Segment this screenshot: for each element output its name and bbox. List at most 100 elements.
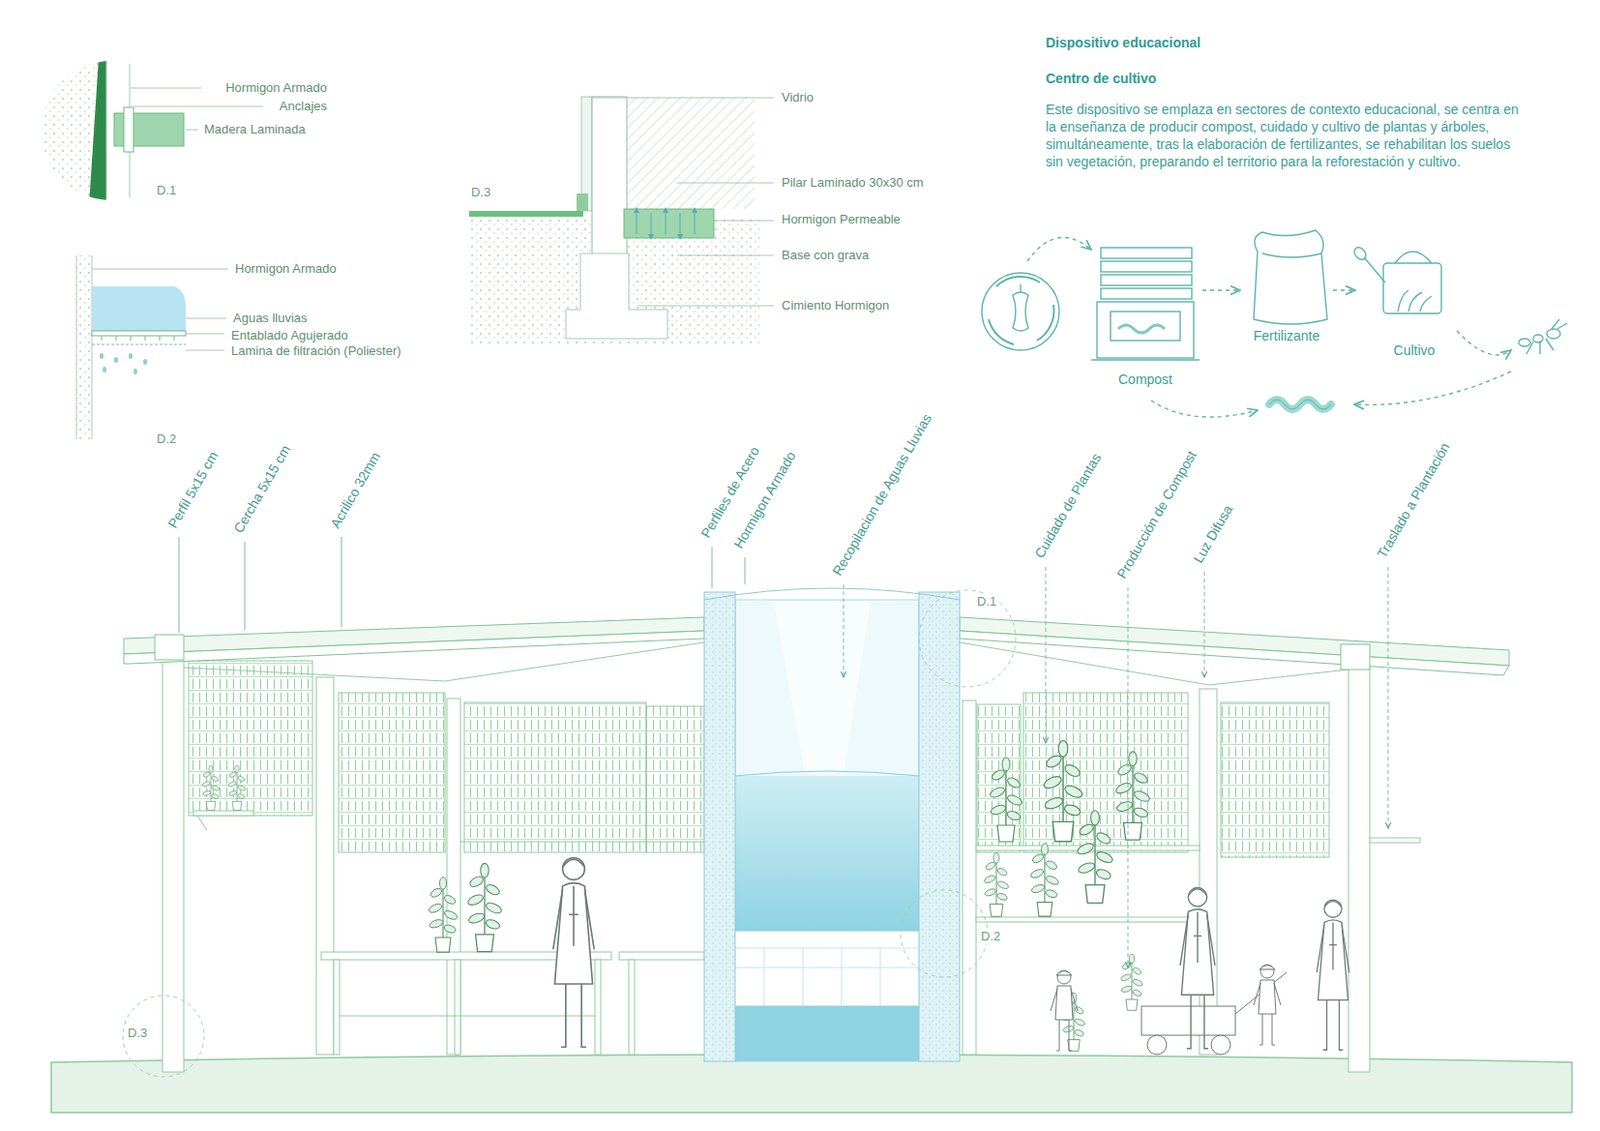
building-section [1075,810,1114,904]
building-section [1340,644,1370,670]
detail-d3-drawing [713,220,774,222]
detail-label: Pilar Laminado 30x30 cm [781,175,924,191]
building-section [51,588,1572,1113]
building-section [466,862,504,951]
building-section [976,917,1200,922]
building-section [1199,688,1217,1055]
building-section [962,700,977,1055]
building-section [735,948,919,1007]
callout-leaders [178,536,1389,968]
callout-leaders [843,584,845,678]
detail-label: Vidrio [781,89,814,106]
detail-d3-drawing [677,255,774,257]
callout-label: Traslado a Plantación [1373,440,1453,562]
building-section [464,702,647,853]
callout-leaders [1388,566,1390,829]
detail-d3-drawing [677,234,683,240]
detail-d2-drawing [185,350,225,352]
detail-label: Entablado Agujerado [231,327,349,344]
cycle-step: Compost [1091,241,1200,392]
cycle-icons [1037,304,1055,341]
cycle-icons [1456,330,1512,356]
detail-label: Hormigon Armado [225,80,327,96]
building-section [446,698,461,1055]
cycle-icons [1019,284,1021,293]
building-section [704,592,736,1062]
cycle-icons [1096,301,1194,358]
building-section [197,815,208,830]
step-label: Compost [1118,371,1173,392]
building-section [1041,740,1084,841]
building-section [227,765,246,810]
building-section [338,692,445,853]
cycle-icons [1262,253,1322,258]
building-section [1316,899,1350,1050]
detail-d2-drawing [128,353,133,359]
building-section [646,706,705,853]
callout-leaders [711,546,713,589]
detail-label: Hormigon Permeable [781,211,901,228]
building-section [1211,1035,1231,1055]
cycle-icons [1100,288,1192,299]
cycle-icons [1526,319,1568,355]
detail-marker: D.3 [471,184,491,201]
building-section [454,959,461,1055]
callout-label: Perfil 5x15 cm [164,448,222,532]
detail-label: Madera Laminada [204,121,306,138]
cycle-icons [1383,263,1442,314]
detail-d3-drawing [636,212,695,235]
detail-label: Lamina de filtración (Poliester) [231,343,402,359]
building-section [154,634,184,660]
detail-d2-drawing [99,353,104,359]
cycle-icons [1012,292,1029,331]
cycle-icons [1354,371,1512,405]
building-section [1050,970,1078,1051]
detail-d2-drawing [76,255,92,440]
detail-d3-drawing [565,253,668,339]
callout-leaders [1204,571,1206,678]
callout-label: Producción de Compost [1113,447,1200,582]
building-section [735,770,919,776]
detail-label: Anclajes [279,98,327,115]
building-section [51,1054,1572,1113]
detail-d2-drawing [91,268,229,351]
cycle-icons [1352,244,1369,262]
building-section [162,638,184,1072]
detail-d2-drawing [91,330,186,336]
cycle-icons [1397,290,1432,312]
detail-d3-drawing [633,207,698,240]
building-section [1114,751,1152,840]
building-section [1029,843,1060,917]
building-section [988,757,1024,842]
detail-d2-drawing [91,268,229,270]
detail-d2-drawing [185,333,225,335]
detail-d3-drawing [636,212,695,235]
building-section [594,959,601,1055]
detail-marker: D.2 [978,928,1003,945]
building-section [1180,888,1215,1049]
cycle-icons [1027,237,1092,263]
cycle-icons [1100,261,1192,272]
detail-d2-drawing [91,286,186,331]
flow-arrow [1202,289,1241,291]
building-section [773,601,871,774]
callout-leaders [1045,566,1047,743]
detail-d2-drawing [114,356,119,363]
detail-d3-drawing [626,96,755,209]
detail-d1-drawing [38,58,99,204]
cycle-icons [1100,274,1192,286]
building-section [1220,702,1330,858]
detail-d1-drawing [123,107,134,152]
step-label: Fertilizante [1253,327,1320,349]
building-section [900,889,988,978]
callout-label: Cercha 5x15 cm [230,442,295,536]
detail-d3-drawing [633,207,640,213]
building-section [704,588,960,600]
detail-marker: D.3 [125,1025,149,1041]
building-section [201,765,220,810]
building-section [918,590,1016,687]
building-section [723,930,937,1007]
detail-d1-drawing [185,129,199,131]
callout-label: Cuidado de Plantas [1031,450,1105,562]
